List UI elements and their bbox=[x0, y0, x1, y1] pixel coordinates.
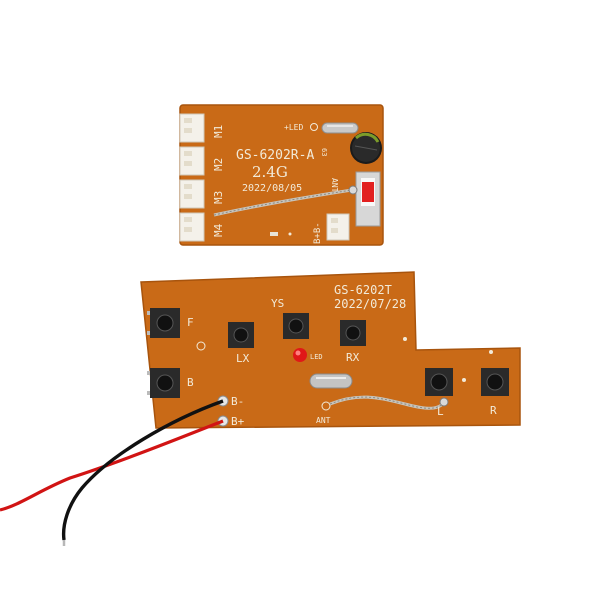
button-r-cap bbox=[486, 373, 504, 391]
motor-connectors bbox=[179, 113, 205, 242]
label-m1: M1 bbox=[212, 125, 225, 138]
transmitter-board: GS-6202T 2022/07/28 F B LX YS bbox=[140, 271, 521, 429]
receiver-board: M1 M2 M3 M4 GS-6202R-A 2.4G 2022/08/05 +… bbox=[179, 104, 384, 246]
button-ys-cap bbox=[288, 318, 304, 334]
receiver-switch bbox=[355, 171, 381, 227]
connector-m2 bbox=[179, 146, 205, 176]
label-rx: RX bbox=[346, 351, 360, 364]
label-m2: M2 bbox=[212, 158, 225, 171]
label-l: L bbox=[437, 405, 444, 418]
label-lx: LX bbox=[236, 352, 250, 365]
receiver-crystal bbox=[321, 122, 359, 134]
connector-m3 bbox=[179, 179, 205, 209]
button-l bbox=[425, 368, 453, 396]
button-b-cap bbox=[156, 374, 174, 392]
button-r bbox=[481, 368, 509, 396]
receiver-capacitor bbox=[350, 132, 382, 164]
button-b bbox=[147, 368, 180, 398]
label-r: R bbox=[490, 404, 497, 417]
transmitter-crystal bbox=[309, 373, 353, 389]
transmitter-date-label: 2022/07/28 bbox=[334, 297, 406, 311]
label-m4: M4 bbox=[212, 223, 225, 237]
transmitter-model-label: GS-6202T bbox=[334, 283, 392, 297]
switch-slider bbox=[362, 182, 374, 202]
button-f-cap bbox=[156, 314, 174, 332]
receiver-frequency-label: 2.4G bbox=[252, 163, 288, 181]
receiver-model-label: GS-6202R-A bbox=[236, 148, 314, 163]
button-lx bbox=[228, 322, 254, 348]
receiver-antenna-solder bbox=[348, 185, 358, 195]
label-b-plus: B+ bbox=[231, 415, 245, 428]
receiver-power-label: B+B- bbox=[313, 222, 323, 244]
power-wires bbox=[0, 399, 224, 546]
label-f: F bbox=[187, 316, 194, 329]
label-b-minus: B- bbox=[231, 395, 244, 408]
button-rx bbox=[340, 320, 366, 346]
button-rx-cap bbox=[345, 325, 361, 341]
label-led: LED bbox=[310, 353, 323, 361]
label-b: B bbox=[187, 376, 194, 389]
button-lx-cap bbox=[233, 327, 249, 343]
receiver-led-pad bbox=[310, 123, 318, 131]
transmitter-antenna-pad bbox=[321, 401, 331, 411]
button-f bbox=[147, 308, 180, 338]
connector-m1 bbox=[179, 113, 205, 143]
connector-m4 bbox=[179, 212, 205, 242]
transmitter-led bbox=[293, 348, 307, 362]
receiver-antenna-label: ANT bbox=[330, 178, 339, 193]
receiver-power-connector bbox=[326, 213, 350, 241]
label-ys: YS bbox=[271, 297, 284, 310]
red-wire bbox=[0, 419, 224, 512]
button-l-cap bbox=[430, 373, 448, 391]
button-ys bbox=[283, 313, 309, 339]
receiver-led-label: +LED bbox=[284, 123, 303, 132]
label-m3: M3 bbox=[212, 191, 225, 204]
receiver-date-label: 2022/08/05 bbox=[242, 183, 302, 194]
capacitor-marking: 63 bbox=[320, 148, 328, 156]
black-wire bbox=[61, 399, 224, 541]
label-antenna: ANT bbox=[316, 416, 331, 425]
